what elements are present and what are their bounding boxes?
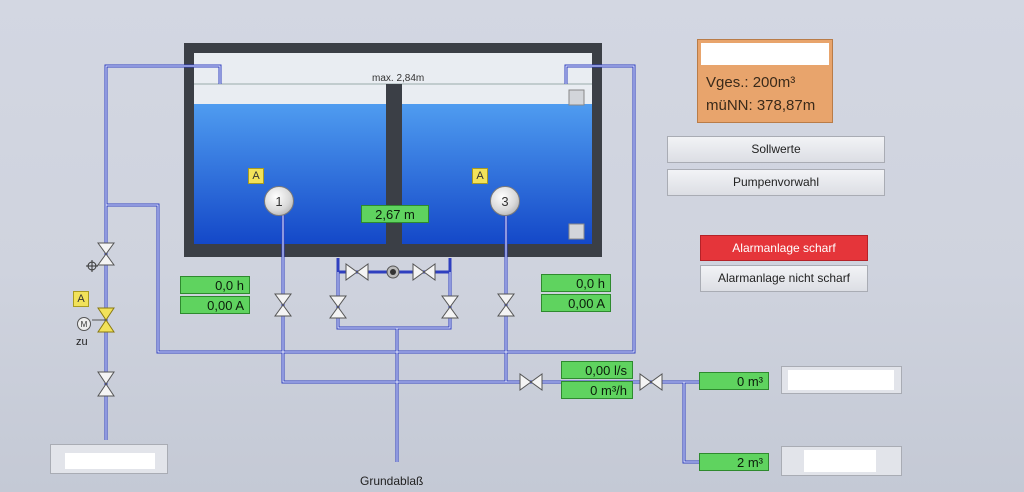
meter1-value: 0 m³ [699, 372, 769, 390]
level-sensor-bottom [568, 223, 585, 240]
meter1-box [781, 366, 902, 394]
inlet-valve-state: zu [76, 336, 88, 348]
pump3-current: 0,00 A [541, 294, 611, 312]
tank-headspace [194, 53, 592, 84]
alarm-armed-button[interactable]: Alarmanlage scharf [700, 235, 868, 261]
level-sensor-top [568, 89, 585, 106]
valve-bypass-h2 [412, 263, 436, 281]
sollwerte-button[interactable]: Sollwerte [667, 136, 885, 163]
water-right [402, 104, 592, 244]
pump1-hours: 0,0 h [180, 276, 250, 294]
pump3-hours: 0,0 h [541, 274, 611, 292]
flowmeter-symbol [86, 260, 98, 272]
max-level-label: max. 2,84m [372, 73, 425, 84]
pump1-icon[interactable]: 1 [264, 186, 294, 216]
drain-label: Grundablaß [360, 474, 424, 488]
inlet-box [50, 444, 168, 474]
pump1-mode-badge[interactable]: A [248, 168, 264, 184]
tank-divider [386, 84, 402, 244]
valve-pump3 [497, 293, 515, 317]
valve-pump1 [274, 293, 292, 317]
pumpenvorwahl-button[interactable]: Pumpenvorwahl [667, 169, 885, 196]
meter2-value: 2 m³ [699, 453, 769, 471]
valve-inlet-top [97, 242, 115, 266]
valve-inlet-bottom [97, 371, 115, 397]
tank-info-panel: Vges.: 200m³ müNN: 378,87m [697, 39, 833, 123]
flow-volume-rate: 0 m³/h [561, 381, 633, 399]
inlet-valve-mode-badge[interactable]: A [73, 291, 89, 307]
motor-icon: M [77, 317, 91, 331]
tank-elevation: müNN: 378,87m [706, 97, 816, 114]
valve-outlet-2 [639, 373, 663, 391]
info-panel-title-field [701, 43, 829, 65]
valve-bypass-left [329, 295, 347, 319]
pump3-icon[interactable]: 3 [490, 186, 520, 216]
flow-rate: 0,00 l/s [561, 361, 633, 379]
tank-volume: Vges.: 200m³ [706, 74, 796, 91]
meter2-box [781, 446, 902, 476]
water-left [194, 104, 386, 244]
valve-outlet-1 [519, 373, 543, 391]
valve-inlet-motorized [97, 307, 115, 333]
valve-bypass-right [441, 295, 459, 319]
valve-bypass-h1 [345, 263, 369, 281]
pump3-mode-badge[interactable]: A [472, 168, 488, 184]
tank-level-display: 2,67 m [361, 205, 429, 223]
pump1-current: 0,00 A [180, 296, 250, 314]
alarm-disarmed-button[interactable]: Alarmanlage nicht scharf [700, 265, 868, 292]
